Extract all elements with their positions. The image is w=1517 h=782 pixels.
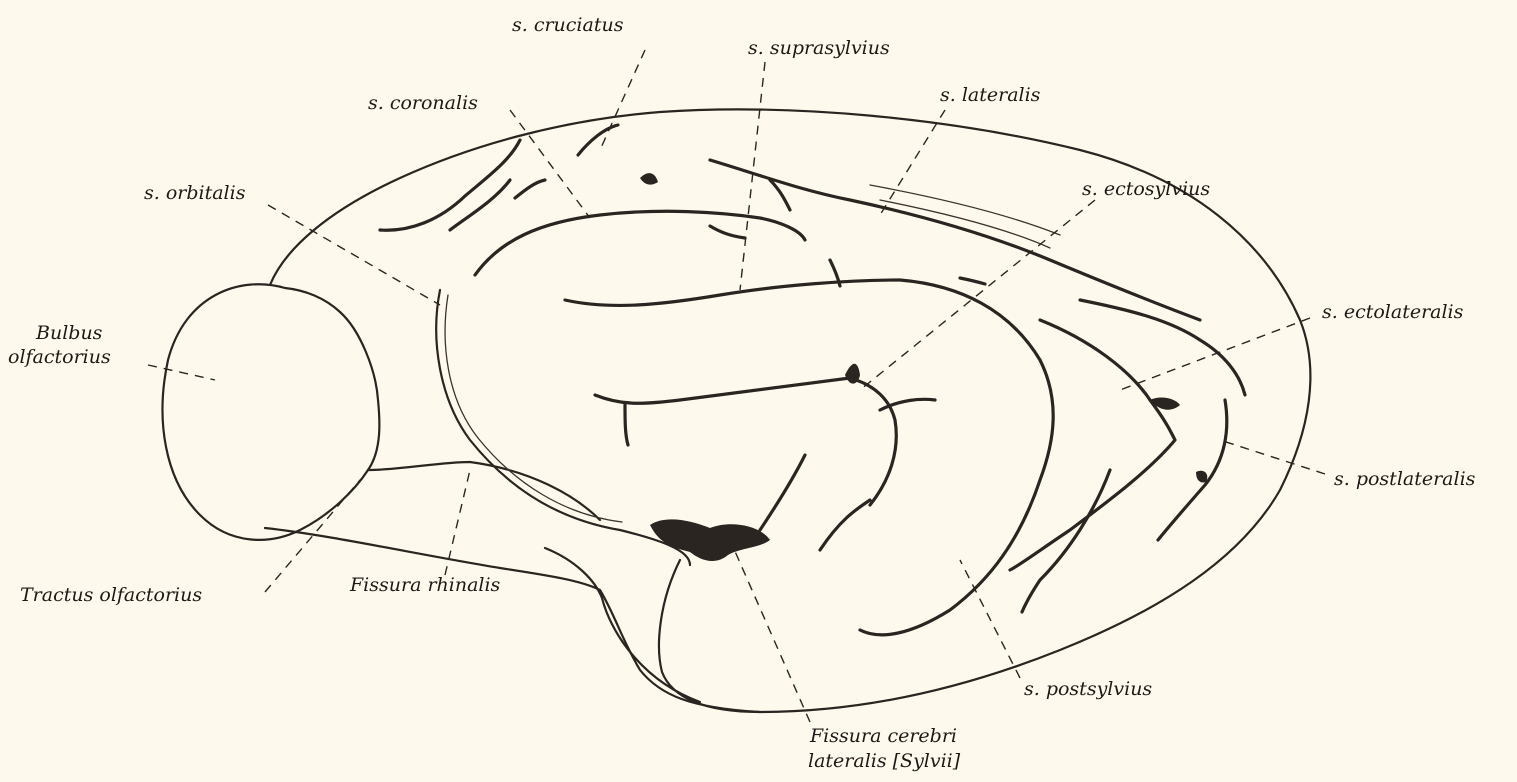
label-ectolateralis: s. ectolateralis [1322, 301, 1463, 323]
leader-ectolateralis [1120, 318, 1310, 390]
label-sylvii-line2: lateralis [Sylvii] [808, 750, 960, 772]
label-rhinalis: Fissura rhinalis [350, 574, 500, 596]
leader-cruciatus [600, 50, 645, 150]
label-cruciatus: s. cruciatus [512, 14, 623, 36]
leader-lateralis [880, 110, 945, 215]
leader-postsylvius [960, 560, 1020, 678]
label-bulbus-line1: Bulbus [36, 322, 102, 344]
leader-suprasylvius [740, 62, 765, 290]
label-suprasylvius: s. suprasylvius [748, 37, 890, 59]
label-ectosylvius: s. ectosylvius [1082, 178, 1210, 200]
leader-bulbus [148, 365, 215, 380]
label-sylvii-line1: Fissura cerebri [810, 725, 957, 747]
label-coronalis: s. coronalis [368, 92, 478, 114]
leader-rhinalis [445, 470, 470, 575]
label-lateralis: s. lateralis [940, 84, 1040, 106]
leader-coronalis [510, 110, 590, 218]
label-bulbus-line2: olfactorius [8, 346, 111, 368]
leader-tractus [265, 480, 360, 592]
label-tractus: Tractus olfactorius [20, 584, 202, 606]
leader-sylvii [730, 540, 810, 722]
label-postlateralis: s. postlateralis [1334, 468, 1475, 490]
leader-postlateralis [1220, 440, 1325, 474]
label-orbitalis: s. orbitalis [144, 182, 245, 204]
leader-ectosylvius [860, 200, 1095, 390]
leader-orbitalis [268, 205, 440, 305]
label-postsylvius: s. postsylvius [1024, 678, 1152, 700]
